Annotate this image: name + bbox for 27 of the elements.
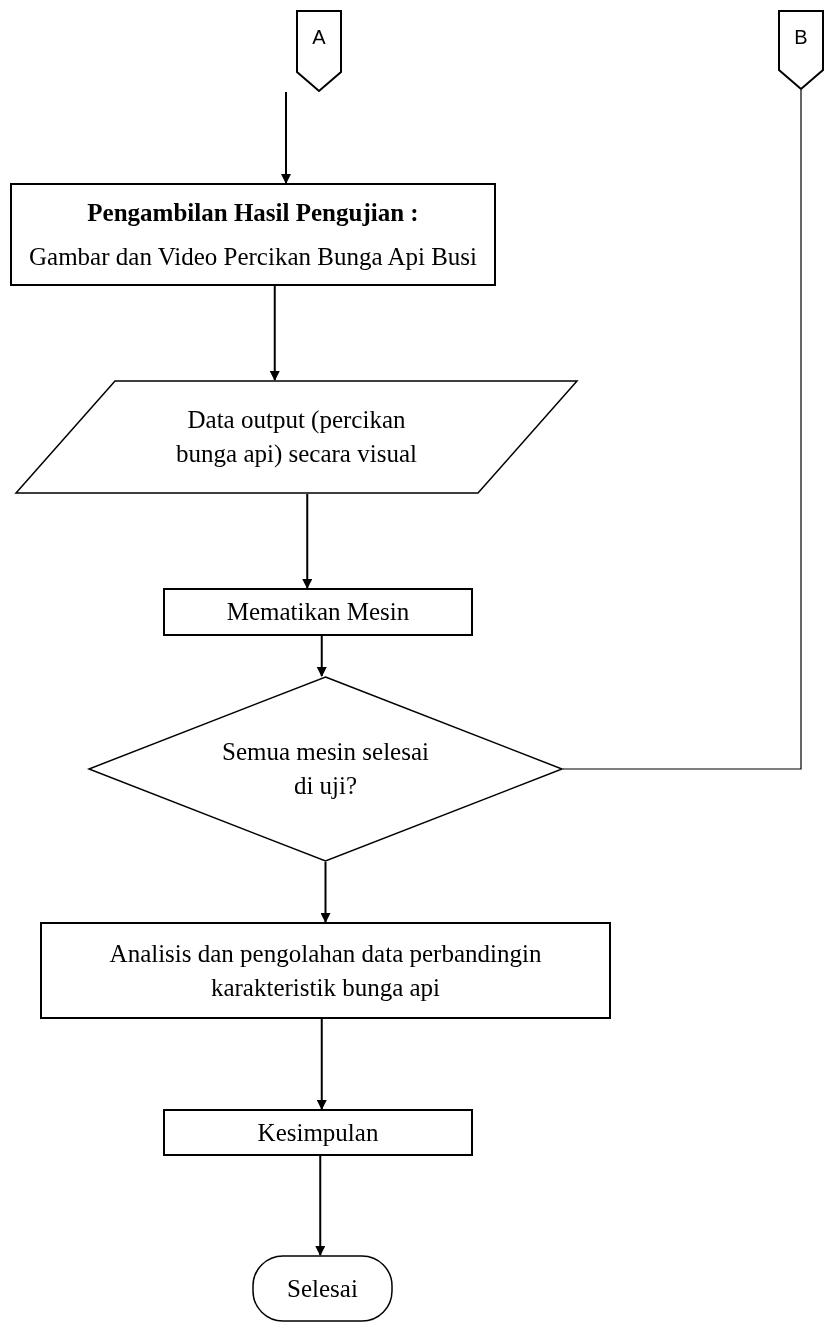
- terminator: [252, 1255, 393, 1322]
- process-box: [10, 183, 496, 286]
- node-text: Data output (percikan bunga api) secara visual: [175, 405, 418, 469]
- arrow: [281, 91, 291, 184]
- node-text: Analisis dan pengolahan data perbandingin karakteristik bunga api: [108, 938, 543, 1003]
- node-text: Semua mesin selesai di uji?: [221, 737, 430, 801]
- arrow: [316, 635, 327, 677]
- off-page-connector: [296, 10, 342, 92]
- arrow: [302, 493, 313, 589]
- heading-text: Pengambilan Hasil Pengujian :: [87, 197, 419, 228]
- node-text: A: [312, 25, 326, 50]
- decision-diamond: [88, 676, 563, 862]
- off-page-connector: [778, 10, 824, 90]
- node-text: Mematikan Mesin: [226, 597, 410, 628]
- arrow: [316, 1018, 327, 1110]
- process-box: [163, 1109, 473, 1156]
- process-box: [40, 922, 611, 1019]
- node-text: Gambar dan Video Percikan Bunga Api Busi: [29, 241, 477, 272]
- data-parallelogram: [15, 380, 578, 494]
- arrow: [315, 1155, 326, 1256]
- node-text: Kesimpulan: [257, 1117, 379, 1148]
- node-text: B: [794, 25, 808, 50]
- process-box: [163, 588, 473, 636]
- node-text: Selesai: [287, 1273, 358, 1304]
- arrow: [269, 285, 280, 381]
- connector-line: [562, 89, 802, 770]
- arrow: [320, 861, 331, 923]
